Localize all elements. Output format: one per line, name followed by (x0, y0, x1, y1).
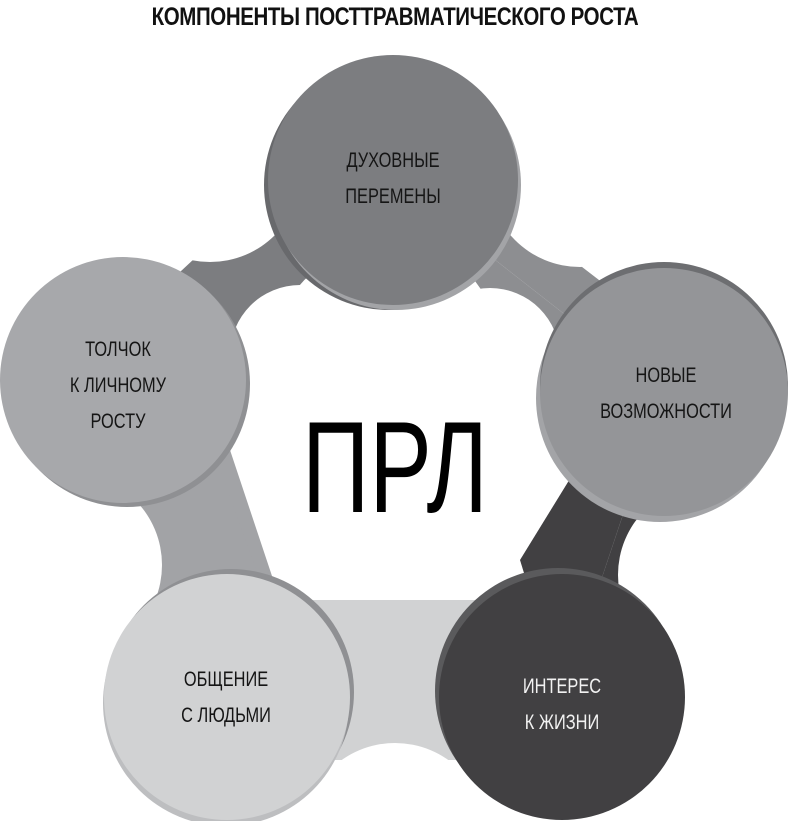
node-label-line: РОСТУ (90, 410, 146, 433)
node-label-line: НОВЫЕ (635, 364, 697, 387)
node-relating-to-others: ОБЩЕНИЕ С ЛЮДЬМИ (132, 662, 319, 734)
diagram-title: КОМПОНЕНТЫ ПОСТТРАВМАТИЧЕСКОГО РОСТА (151, 3, 639, 31)
node-circle-spiritual-change (268, 55, 518, 305)
node-appreciation-of-life: ИНТЕРЕС К ЖИЗНИ (468, 669, 655, 741)
node-circle-relating-to-others (104, 574, 350, 820)
node-label-line: К ЛИЧНОМУ (69, 374, 167, 397)
node-new-possibilities: НОВЫЕ ВОЗМОЖНОСТИ (572, 358, 759, 430)
node-label-line: К ЖИЗНИ (524, 711, 600, 734)
node-label-line: ОБЩЕНИЕ (183, 668, 269, 691)
node-label-line: ТОЛЧОК (85, 338, 151, 361)
center-label: ПРЛ (302, 394, 488, 540)
node-label-line: ДУХОВНЫЕ (346, 149, 440, 172)
node-personal-strength: ТОЛЧОК К ЛИЧНОМУ РОСТУ (24, 332, 211, 440)
node-circle-appreciation-of-life (439, 574, 685, 820)
component-circles (0, 55, 788, 820)
node-label-line: ВОЗМОЖНОСТИ (600, 400, 732, 423)
node-label-line: ПЕРЕМЕНЫ (345, 185, 441, 208)
node-label-line: ИНТЕРЕС (522, 675, 602, 698)
node-spiritual-change: ДУХОВНЫЕ ПЕРЕМЕНЫ (299, 143, 486, 215)
node-circle-personal-strength (0, 257, 246, 503)
node-circle-new-possibilities (540, 268, 788, 516)
node-label-line: С ЛЮДЬМИ (181, 704, 271, 727)
